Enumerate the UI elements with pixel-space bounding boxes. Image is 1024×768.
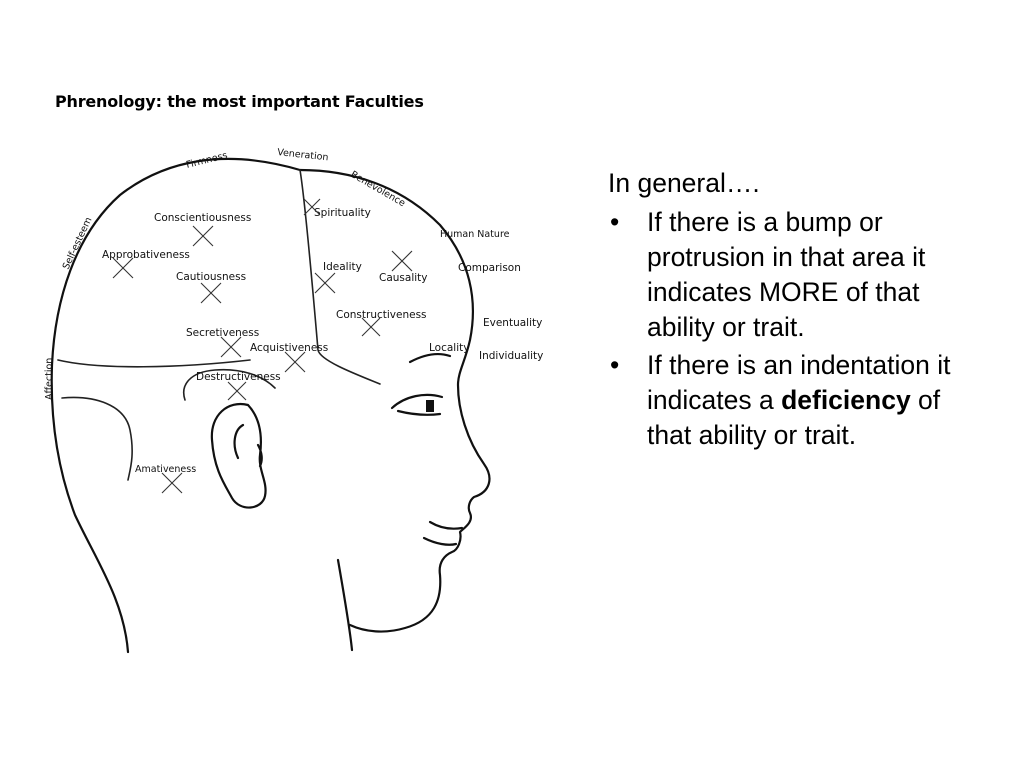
label-destructiveness: Destructiveness bbox=[196, 371, 281, 383]
label-constructiveness: Constructiveness bbox=[336, 309, 427, 321]
label-acquisitiveness: Acquistiveness bbox=[250, 342, 328, 354]
neck-line bbox=[336, 558, 354, 652]
phrenology-head-diagram: Firmness Veneration Benevolence Self-est… bbox=[44, 147, 543, 654]
label-firmness: Firmness bbox=[185, 150, 229, 171]
marker-ideality bbox=[314, 272, 336, 294]
label-amativeness: Amativeness bbox=[135, 464, 196, 475]
label-affection: Affection bbox=[44, 358, 55, 400]
marker-conscientiousness bbox=[192, 225, 214, 247]
head-outline bbox=[50, 157, 491, 654]
divider-back-lower bbox=[61, 396, 133, 481]
eye-pupil bbox=[426, 400, 434, 412]
label-secretiveness: Secretiveness bbox=[186, 327, 259, 339]
label-cautiousness: Cautiousness bbox=[176, 271, 246, 283]
label-causality: Causality bbox=[379, 272, 428, 284]
bullet-text-before: If there is an indentation it indicates … bbox=[647, 350, 951, 415]
marker-destructiveness bbox=[227, 381, 247, 401]
divider-back-upper bbox=[57, 359, 251, 368]
marker-acquisitiveness bbox=[284, 351, 306, 373]
marker-spirituality bbox=[303, 198, 321, 216]
bullet-dot: • bbox=[610, 207, 620, 237]
label-benevolence: Benevolence bbox=[349, 169, 408, 209]
eye bbox=[390, 393, 444, 416]
mouth bbox=[422, 520, 464, 546]
bullet-dot: • bbox=[610, 350, 620, 380]
label-locality: Locality bbox=[429, 342, 469, 354]
marker-causality bbox=[391, 250, 413, 272]
ear bbox=[210, 402, 267, 509]
label-approbativeness: Approbativeness bbox=[102, 249, 190, 261]
label-self-esteem: Self-esteem bbox=[61, 216, 95, 272]
marker-approbativeness bbox=[112, 257, 134, 279]
brow bbox=[408, 352, 452, 364]
label-comparison: Comparison bbox=[458, 262, 521, 274]
bullet-item: • If there is an indentation it indicate… bbox=[608, 348, 988, 453]
label-veneration: Veneration bbox=[277, 147, 329, 163]
diagram-title: Phrenology: the most important Faculties bbox=[55, 92, 424, 111]
bullet-text: If there is a bump or protrusion in that… bbox=[647, 207, 926, 342]
label-spirituality: Spirituality bbox=[314, 207, 371, 219]
marker-constructiveness bbox=[361, 317, 381, 337]
text-panel: In general…. • If there is a bump or pro… bbox=[608, 166, 988, 456]
label-human-nature: Human Nature bbox=[440, 229, 510, 240]
label-conscientiousness: Conscientiousness bbox=[154, 212, 251, 224]
label-ideality: Ideality bbox=[323, 261, 362, 273]
label-eventuality: Eventuality bbox=[483, 317, 542, 329]
divider-crown bbox=[299, 169, 381, 385]
bullet-list: • If there is a bump or protrusion in th… bbox=[608, 205, 988, 453]
label-individuality: Individuality bbox=[479, 350, 543, 362]
marker-amativeness bbox=[161, 472, 183, 494]
marker-cautiousness bbox=[200, 282, 222, 304]
bullet-text-after: of that ability or trait. bbox=[647, 385, 941, 450]
intro-text: In general…. bbox=[608, 168, 760, 198]
marker-secretiveness bbox=[220, 336, 242, 358]
bullet-item: • If there is a bump or protrusion in th… bbox=[608, 205, 988, 345]
bullet-emphasis: deficiency bbox=[781, 385, 911, 415]
divider-temple bbox=[183, 368, 276, 401]
